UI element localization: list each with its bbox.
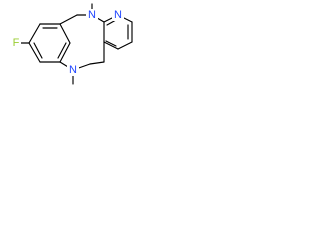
benzene-double-bond (57, 42, 67, 59)
benzene-bond (59, 23, 71, 44)
benzene-bond (28, 42, 41, 63)
fluorine-label-background (11, 37, 21, 49)
pyridine-double-bond (105, 40, 117, 47)
fluorine-label: F (13, 37, 20, 49)
benzene-bond (59, 42, 71, 63)
nitrogen-bottom-label: N (69, 64, 77, 76)
pyridine-nitrogen-label-background (112, 9, 124, 21)
benzene-bond (28, 23, 41, 44)
benzene-double-bond (33, 42, 43, 59)
diazocine-bond (59, 14, 78, 25)
diazocine-bond (89, 61, 105, 65)
chemical-structure: F N N N (11, 3, 133, 85)
pyridine-bond (103, 41, 119, 50)
pyridine-bond (117, 41, 133, 50)
nitrogen-bottom-label-background (67, 64, 79, 76)
pyridine-nitrogen-label: N (114, 9, 122, 21)
nitrogen-top-label: N (88, 9, 96, 21)
nitrogen-top-label-background (86, 9, 98, 21)
